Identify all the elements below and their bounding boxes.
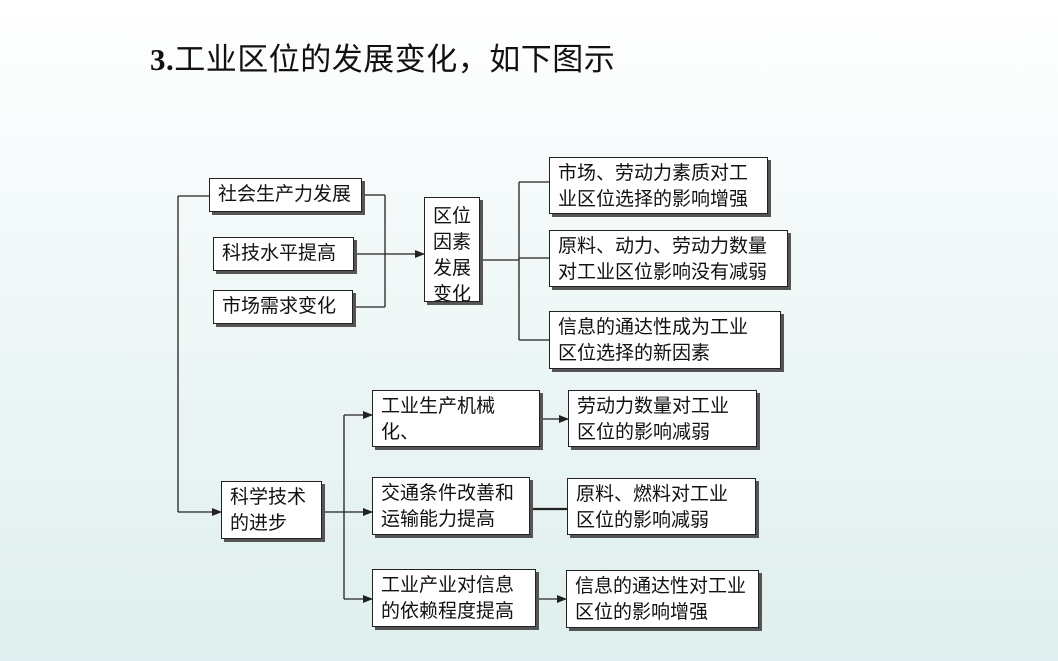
source-box-science-progress: 科学技术 的进步 — [221, 481, 322, 539]
change-box-mechanization: 工业生产机械化、 自动化水平提高 — [372, 390, 540, 447]
title-number: 3. — [150, 42, 175, 77]
cause-box-market-demand: 市场需求变化 — [213, 290, 353, 324]
change-box-transport: 交通条件改善和 运输能力提高 — [372, 477, 530, 535]
result-box-raw-material-power: 原料、动力、劳动力数量 对工业区位影响没有减弱 — [549, 230, 788, 287]
result-box-information-access: 信息的通达性成为工业 区位选择的新因素 — [549, 311, 781, 369]
cause-box-social-productivity: 社会生产力发展 — [209, 178, 362, 212]
change-box-information-dependence: 工业产业对信息 的依赖程度提高 — [372, 569, 536, 627]
effect-box-raw-material-fuel: 原料、燃料对工业 区位的影响减弱 — [567, 478, 756, 535]
effect-box-information-access: 信息的通达性对工业 区位的影响增强 — [566, 570, 759, 628]
cause-box-technology-level: 科技水平提高 — [213, 237, 354, 271]
page-title: 3.工业区位的发展变化，如下图示 — [150, 40, 615, 80]
center-box-location-factors: 区位 因素 发展 变化 — [424, 197, 480, 302]
effect-box-labor-quantity: 劳动力数量对工业 区位的影响减弱 — [568, 390, 757, 447]
title-text: 工业区位的发展变化，如下图示 — [174, 42, 616, 78]
result-box-market-labor-quality: 市场、劳动力素质对工 业区位选择的影响增强 — [549, 157, 768, 214]
